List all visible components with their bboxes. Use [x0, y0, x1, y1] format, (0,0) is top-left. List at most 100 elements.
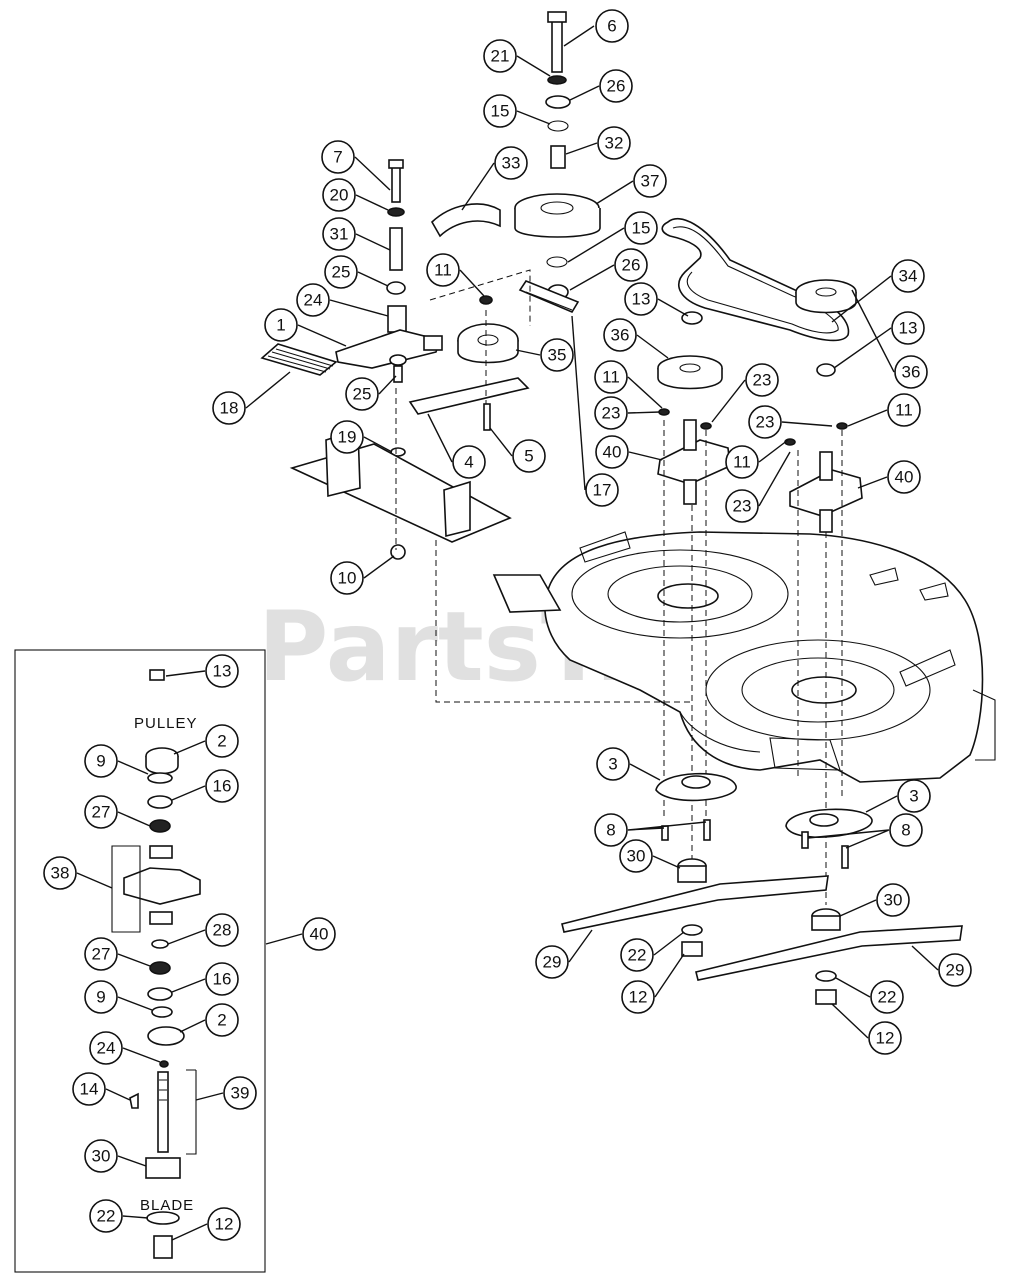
- svg-text:32: 32: [605, 134, 624, 153]
- callout-8b: 8: [807, 813, 923, 849]
- callout-18: 18: [212, 371, 291, 425]
- callout-26b: 26: [569, 248, 648, 291]
- svg-text:36: 36: [902, 363, 921, 382]
- callout-40: 40: [595, 435, 663, 469]
- svg-text:9: 9: [96, 752, 105, 771]
- svg-text:8: 8: [901, 821, 910, 840]
- callout-13b: 13: [833, 311, 925, 369]
- svg-text:24: 24: [304, 291, 323, 310]
- inset-callout-30: 30: [84, 1139, 147, 1173]
- svg-text:20: 20: [330, 186, 349, 205]
- svg-text:34: 34: [899, 267, 918, 286]
- callout-15: 15: [483, 94, 551, 128]
- svg-text:14: 14: [80, 1080, 99, 1099]
- svg-text:8: 8: [606, 821, 615, 840]
- svg-text:3: 3: [608, 755, 617, 774]
- svg-text:3: 3: [909, 787, 918, 806]
- callout-40b: 40: [857, 460, 921, 494]
- inset-callout-28: 28: [167, 913, 239, 947]
- inset-callout-27b: 27: [84, 937, 151, 971]
- inset-callout-9b: 9: [84, 980, 153, 1014]
- svg-text:13: 13: [213, 662, 232, 681]
- blade-left: [561, 875, 829, 933]
- svg-text:39: 39: [231, 1084, 250, 1103]
- svg-text:15: 15: [491, 102, 510, 121]
- callout-35: 35: [515, 338, 574, 372]
- inset-callout-9a: 9: [84, 744, 149, 778]
- svg-text:36: 36: [611, 326, 630, 345]
- callout-11c: 11: [847, 393, 921, 427]
- callout-24: 24: [296, 283, 389, 317]
- callout-5: 5: [489, 427, 546, 473]
- svg-text:16: 16: [213, 777, 232, 796]
- svg-text:22: 22: [97, 1207, 116, 1226]
- svg-text:25: 25: [332, 263, 351, 282]
- idler-arm-stack: [335, 159, 519, 383]
- inset-callout-16a: 16: [171, 769, 239, 803]
- callout-11b: 11: [594, 360, 663, 409]
- belt-34: [661, 217, 850, 342]
- svg-text:24: 24: [97, 1039, 116, 1058]
- svg-text:28: 28: [213, 921, 232, 940]
- idler-stack: [514, 11, 601, 300]
- inset-callout-40: 40: [265, 917, 336, 951]
- callout-22: 22: [620, 931, 685, 972]
- callout-25: 25: [324, 255, 389, 289]
- spring-17: [518, 280, 580, 314]
- svg-text:9: 9: [96, 988, 105, 1007]
- callout-3b: 3: [865, 779, 931, 813]
- callout-31: 31: [322, 217, 391, 251]
- svg-text:30: 30: [92, 1147, 111, 1166]
- inset-callout-16b: 16: [171, 962, 239, 996]
- svg-text:12: 12: [215, 1215, 234, 1234]
- callout-15b: 15: [567, 211, 658, 263]
- callout-8: 8: [594, 813, 707, 847]
- svg-text:29: 29: [543, 953, 562, 972]
- svg-text:33: 33: [502, 154, 521, 173]
- svg-text:12: 12: [629, 988, 648, 1007]
- callout-36: 36: [603, 318, 669, 359]
- inset-box: [14, 649, 266, 1273]
- inset-blade-label: BLADE: [140, 1197, 194, 1214]
- callout-19: 19: [330, 420, 393, 454]
- lower-hardware: [561, 772, 963, 1005]
- svg-text:30: 30: [627, 847, 646, 866]
- svg-text:27: 27: [92, 803, 111, 822]
- svg-text:2: 2: [217, 732, 226, 751]
- svg-text:29: 29: [946, 961, 965, 980]
- svg-text:6: 6: [607, 17, 616, 36]
- callout-7: 7: [321, 140, 391, 191]
- callout-1: 1: [264, 308, 347, 347]
- callout-10: 10: [330, 555, 395, 595]
- callout-4: 4: [427, 413, 486, 479]
- bracket-4: [408, 377, 530, 415]
- callout-32: 32: [565, 126, 631, 160]
- callout-11: 11: [426, 253, 485, 297]
- callout-23c: 23: [748, 405, 833, 439]
- svg-text:40: 40: [603, 443, 622, 462]
- svg-text:16: 16: [213, 970, 232, 989]
- svg-text:2: 2: [217, 1011, 226, 1030]
- callouts: 6 21 26 15 32 33 37 15 26 7 20 31 25 24 …: [43, 9, 972, 1241]
- callout-26: 26: [569, 69, 633, 103]
- svg-text:22: 22: [878, 988, 897, 1007]
- callout-20: 20: [322, 178, 389, 212]
- svg-text:26: 26: [622, 256, 641, 275]
- callout-29: 29: [535, 929, 593, 979]
- callout-11d: 11: [725, 439, 789, 479]
- svg-text:40: 40: [310, 925, 329, 944]
- inset-callout-38: 38: [43, 856, 113, 890]
- blade-right: [695, 925, 963, 981]
- svg-text:5: 5: [524, 447, 533, 466]
- svg-text:7: 7: [333, 148, 342, 167]
- svg-text:22: 22: [628, 946, 647, 965]
- callout-30b: 30: [839, 883, 910, 917]
- spindle-right: [784, 279, 863, 533]
- svg-text:10: 10: [338, 569, 357, 588]
- callout-12: 12: [621, 953, 685, 1014]
- spring-18: [260, 343, 338, 376]
- callout-21: 21: [483, 39, 551, 77]
- svg-text:23: 23: [733, 497, 752, 516]
- callout-30: 30: [619, 839, 681, 873]
